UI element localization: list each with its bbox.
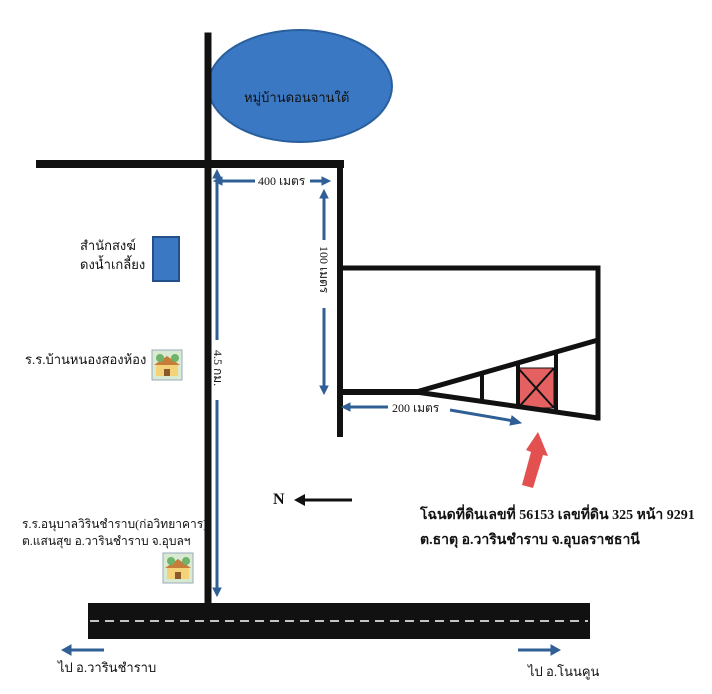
village-label: หมู่บ้านดอนจานใต้ [244,90,350,105]
north-arrow-icon [294,494,352,506]
temple-label-line1: สำนักสงฆ์ [80,238,136,253]
distance-400-label: 400 เมตร [258,174,306,188]
school-icon [162,552,194,584]
school2-label-line1: ร.ร.อนุบาลวิรินชำราบ(ก่อวิทยาคาร) [22,517,208,531]
distance-200-label: 200 เมตร [392,401,440,415]
school1-label: ร.ร.บ้านหนองสองห้อง [25,352,147,367]
distance-4-5km-label: 4.5 กม. [211,350,225,387]
highway [88,603,590,639]
village-ellipse [207,29,393,143]
roads [36,32,601,606]
plot-title-line1: โฉนดที่ดินเลขที่ 56153 เลขที่ดิน 325 หน้… [420,508,695,523]
land-plot [415,337,599,421]
temple-label-line2: ดงน้ำเกลี้ยง [80,257,146,272]
direction-right-label: ไป อ.โนนคูน [528,664,600,679]
school2-label-line2: ต.แสนสุข อ.วารินชำราบ จ.อุบลฯ [22,534,191,548]
direction-left-label: ไป อ.วารินชำราบ [58,660,157,675]
school-icon [151,349,183,381]
temple-icon [152,236,180,282]
pointer-arrow-icon [522,432,548,488]
distance-100-label: 100 เมตร [317,246,331,294]
plot-title-line2: ต.ธาตุ อ.วารินชำราบ จ.อุบลราชธานี [420,533,640,548]
distance-arrows [60,168,562,656]
north-label: N [273,491,285,508]
